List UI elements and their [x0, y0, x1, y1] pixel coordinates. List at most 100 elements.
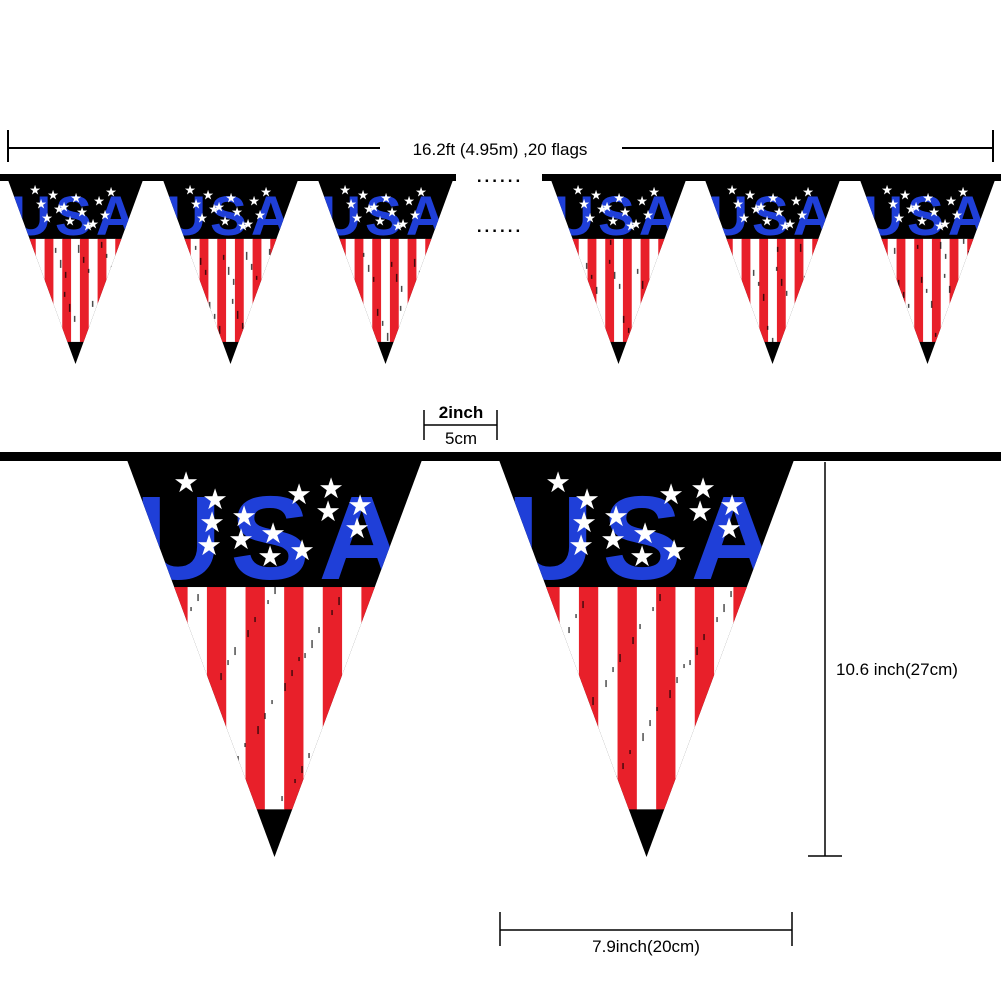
star-icon: ★ — [105, 186, 117, 201]
star-icon: ★ — [415, 186, 427, 201]
star-icon: ★ — [939, 218, 951, 233]
flag-stripe — [187, 587, 208, 810]
star-icon: ★ — [910, 201, 922, 216]
star-icon: ★ — [260, 186, 272, 201]
large-flags-row: USA★★★★★★★★★★★★★★ USA★★★★★★★★★★★★★★ — [127, 460, 794, 857]
star-icon: ★ — [881, 184, 893, 199]
flag-stripe — [812, 238, 822, 342]
star-icon: ★ — [82, 220, 94, 235]
star-icon: ★ — [572, 184, 584, 199]
flag-stripe — [44, 238, 54, 342]
flag-stripe — [905, 238, 915, 342]
flag-stripe — [803, 238, 813, 342]
total-length-dimension: 16.2ft (4.95m) ,20 flags — [7, 130, 994, 162]
flag-stripe — [967, 238, 977, 342]
flag-stripe — [264, 587, 285, 810]
flag-stripe — [785, 238, 796, 342]
star-icon: ★ — [351, 212, 363, 227]
flag-stripe — [631, 238, 642, 342]
flag-stripe — [578, 587, 599, 810]
star-icon: ★ — [744, 189, 756, 204]
star-icon: ★ — [386, 206, 398, 221]
flag-stripe — [940, 238, 951, 342]
flag-stripe — [776, 238, 787, 342]
total-length-label: 16.2ft (4.95m) ,20 flags — [413, 140, 588, 159]
star-icon: ★ — [761, 215, 773, 230]
pennant-flag: USA★★★★★★★★★★★★★★ — [127, 460, 422, 857]
star-icon: ★ — [58, 201, 70, 216]
flag-stripe — [206, 587, 227, 810]
width-label: 7.9inch(20cm) — [592, 937, 700, 956]
flag-stripe — [723, 238, 734, 342]
flag-stripe — [896, 238, 906, 342]
flag-stripe — [361, 587, 382, 810]
star-icon: ★ — [601, 201, 613, 216]
flag-stripe — [270, 238, 280, 342]
flag-stripe — [181, 238, 192, 342]
flag-stripe — [614, 238, 624, 342]
flag-stripe — [217, 238, 227, 342]
star-icon: ★ — [802, 186, 814, 201]
star-icon: ★ — [636, 195, 648, 210]
usa-text: USA — [863, 185, 992, 247]
star-icon: ★ — [905, 203, 917, 218]
usa-text: USA — [554, 185, 683, 247]
flag-stripe — [656, 587, 676, 810]
star-icon: ★ — [690, 471, 716, 505]
star-icon: ★ — [173, 465, 199, 499]
flag-stripe — [578, 238, 589, 342]
star-icon: ★ — [584, 212, 596, 227]
star-icon: ★ — [289, 533, 315, 567]
flag-stripe — [640, 238, 650, 342]
flag-stripe — [284, 587, 304, 810]
star-icon: ★ — [403, 195, 415, 210]
gap-dimension: 2inch 5cm — [423, 403, 498, 448]
star-icon: ★ — [790, 195, 802, 210]
star-icon: ★ — [231, 499, 257, 533]
star-icon: ★ — [248, 195, 260, 210]
star-icon: ★ — [99, 209, 111, 224]
star-icon: ★ — [196, 212, 208, 227]
flag-stripe — [958, 238, 968, 342]
flag-stripe — [26, 238, 37, 342]
star-icon: ★ — [726, 184, 738, 199]
flag-stripe — [226, 587, 247, 810]
star-icon: ★ — [574, 482, 600, 516]
flag-stripe — [598, 587, 619, 810]
flag-stripe — [322, 587, 343, 810]
star-icon: ★ — [619, 206, 631, 221]
flag-stripe — [115, 238, 125, 342]
star-icon: ★ — [397, 218, 409, 233]
star-icon: ★ — [347, 488, 373, 522]
star-icon: ★ — [750, 203, 762, 218]
star-icon: ★ — [600, 522, 626, 556]
flag-stripe — [303, 587, 324, 810]
star-icon: ★ — [658, 477, 684, 511]
star-icon: ★ — [951, 209, 963, 224]
usa-text: USA — [136, 472, 414, 605]
star-icon: ★ — [625, 220, 637, 235]
star-icon: ★ — [607, 215, 619, 230]
star-icon: ★ — [571, 505, 597, 539]
star-icon: ★ — [225, 192, 237, 207]
flag-stripe — [741, 238, 751, 342]
usa-text: USA — [708, 185, 837, 247]
star-icon: ★ — [922, 192, 934, 207]
usa-text: USA — [166, 185, 295, 247]
flag-stripe — [878, 238, 889, 342]
star-icon: ★ — [315, 494, 341, 528]
flag-stripe — [88, 238, 99, 342]
bottom-string — [0, 452, 1001, 461]
top-string-gap — [456, 170, 542, 184]
flag-stripe — [425, 238, 435, 342]
star-icon: ★ — [254, 209, 266, 224]
star-icon: ★ — [934, 220, 946, 235]
flag-stripe — [794, 238, 804, 342]
star-icon: ★ — [339, 184, 351, 199]
flag-stripe — [168, 587, 189, 810]
flag-stripe — [363, 238, 373, 342]
flag-stripe — [345, 238, 356, 342]
pennant-flag: USA★★★★★★★★★★★★★★ — [318, 180, 453, 364]
flag-stripe — [694, 587, 715, 810]
pennant-flag: USA★★★★★★★★★★★★★★ — [499, 460, 794, 857]
